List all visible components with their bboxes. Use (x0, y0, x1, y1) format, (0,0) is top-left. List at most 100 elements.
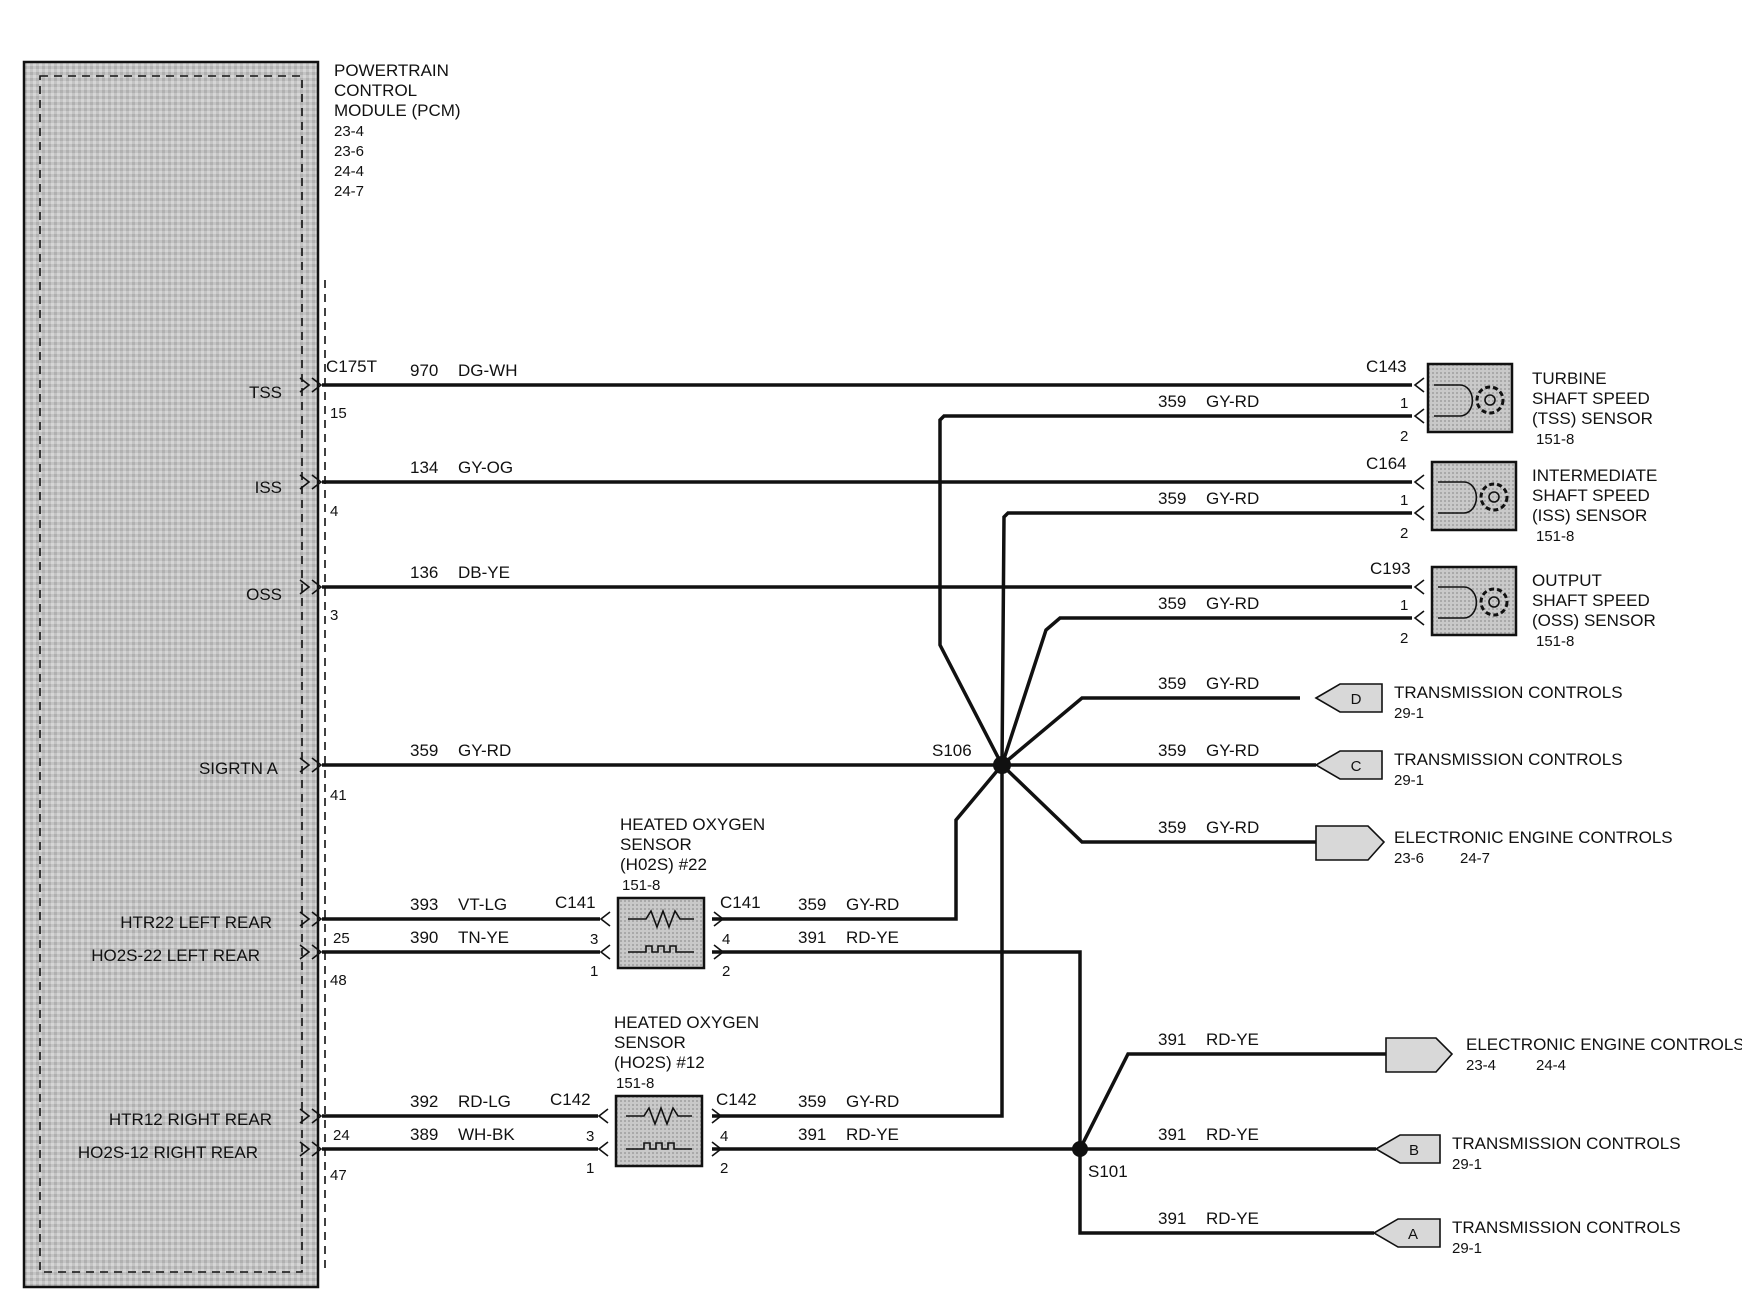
pcm-title-line1: POWERTRAIN (334, 61, 449, 80)
sensor-pin: 1 (1400, 395, 1408, 412)
wire-color: RD-YE (1206, 1030, 1259, 1049)
wire-tss-return (938, 414, 1412, 766)
ho2s-pin: 2 (720, 1160, 728, 1177)
dest-electronic-engine-1: ELECTRONIC ENGINE CONTROLS 23-6 24-7 (1315, 825, 1673, 867)
wire-circuit: 391 (1158, 1125, 1186, 1144)
wire-ho2s12-return (712, 765, 1004, 1118)
wire-circuit: 359 (1158, 674, 1186, 693)
splice-s101 (1072, 1141, 1088, 1157)
sensor-name: SHAFT SPEED (1532, 486, 1650, 505)
ho2s-title: SENSOR (614, 1033, 686, 1052)
pin-number: 41 (330, 787, 347, 804)
wire-color: RD-YE (1206, 1125, 1259, 1144)
pin-name-ho2s22: HO2S-22 LEFT REAR (91, 946, 260, 965)
ho2s-connector-out: C142 (716, 1090, 757, 1109)
wire-circuit: 359 (1158, 818, 1186, 837)
wire-circuit: 134 (410, 458, 438, 477)
dest-title: TRANSMISSION CONTROLS (1452, 1218, 1681, 1237)
pcm-title-line3: MODULE (PCM) (334, 101, 461, 120)
sensor-pin: 1 (1400, 597, 1408, 614)
wire-color: RD-LG (458, 1092, 511, 1111)
pcm-ref: 24-4 (334, 163, 364, 180)
pcm-connector-label: C175T (326, 357, 377, 376)
wire-circuit: 391 (1158, 1030, 1186, 1049)
dest-letter: A (1408, 1226, 1418, 1243)
sensor-connector-label: C193 (1370, 559, 1411, 578)
ho2s-title: (HO2S) #12 (614, 1053, 705, 1072)
pcm-pin-chevrons (299, 377, 323, 1157)
ho2s-pin: 3 (586, 1128, 594, 1145)
dest-ref: 23-6 (1394, 850, 1424, 867)
ho2s-title: SENSOR (620, 835, 692, 854)
wire-color: GY-RD (1206, 594, 1259, 613)
dest-title: TRANSMISSION CONTROLS (1452, 1134, 1681, 1153)
wire-branch-eec1 (1000, 763, 1316, 844)
pin-name-iss: ISS (255, 478, 282, 497)
wire-circuit: 391 (798, 1125, 826, 1144)
pcm-ref: 23-6 (334, 143, 364, 160)
wire-color: GY-RD (846, 895, 899, 914)
wire-circuit: 359 (410, 741, 438, 760)
pin-number: 25 (333, 930, 350, 947)
sensor-name: (ISS) SENSOR (1532, 506, 1647, 525)
pcm-module (22, 60, 326, 1289)
wire-circuit: 359 (798, 895, 826, 914)
wire-circuit: 389 (410, 1125, 438, 1144)
wire-circuit: 970 (410, 361, 438, 380)
pin-number: 48 (330, 972, 347, 989)
splice-s106 (993, 756, 1011, 774)
wire-color: WH-BK (458, 1125, 515, 1144)
pin-number: 24 (333, 1127, 350, 1144)
dest-letter: B (1409, 1142, 1419, 1159)
dest-ref: 24-7 (1460, 850, 1490, 867)
wire-color: GY-OG (458, 458, 513, 477)
ho2s-pin: 2 (722, 963, 730, 980)
ho2s-connector-out: C141 (720, 893, 761, 912)
dest-transmission-c: C TRANSMISSION CONTROLS 29-1 (1314, 750, 1623, 789)
dest-ref: 29-1 (1452, 1156, 1482, 1173)
ho2s-title: HEATED OXYGEN (620, 815, 765, 834)
sensor-name: OUTPUT (1532, 571, 1602, 590)
dest-ref: 24-4 (1536, 1057, 1566, 1074)
sensor-tss: C143 1 2 TURBINE SHAFT SPEED (TSS) SENSO… (1366, 357, 1653, 448)
wire-branch-d (1000, 696, 1300, 767)
dest-transmission-b: B TRANSMISSION CONTROLS 29-1 (1374, 1134, 1681, 1173)
wire-ho2s22-return (712, 763, 1004, 921)
wires (322, 383, 1412, 1235)
pin-name-htr22: HTR22 LEFT REAR (120, 913, 272, 932)
wire-color: DG-WH (458, 361, 517, 380)
sensor-name: (TSS) SENSOR (1532, 409, 1653, 428)
dest-ref: 29-1 (1452, 1240, 1482, 1257)
wire-color: GY-RD (458, 741, 511, 760)
sensor-connector-label: C164 (1366, 454, 1407, 473)
ho2s-ref: 151-8 (622, 877, 660, 894)
pin-name-htr12: HTR12 RIGHT REAR (109, 1110, 272, 1129)
dest-ref: 29-1 (1394, 705, 1424, 722)
wire-iss-return (1000, 511, 1412, 766)
wire-circuit: 391 (798, 928, 826, 947)
pcm-title-line2: CONTROL (334, 81, 417, 100)
dest-electronic-engine-2: ELECTRONIC ENGINE CONTROLS 23-4 24-4 (1385, 1035, 1742, 1074)
ho2s-connector-in: C141 (555, 893, 596, 912)
dest-transmission-d: D TRANSMISSION CONTROLS 29-1 (1314, 683, 1623, 722)
pin-name-oss: OSS (246, 585, 282, 604)
sensor-name: TURBINE (1532, 369, 1607, 388)
wire-oss-return (1000, 616, 1412, 766)
ho2s-pin: 4 (720, 1128, 728, 1145)
pin-name-ho2s12: HO2S-12 RIGHT REAR (78, 1143, 258, 1162)
wire-color: RD-YE (846, 1125, 899, 1144)
sensor-name: (OSS) SENSOR (1532, 611, 1656, 630)
sensor-name: SHAFT SPEED (1532, 389, 1650, 408)
pin-number: 15 (330, 405, 347, 422)
dest-title: ELECTRONIC ENGINE CONTROLS (1394, 828, 1673, 847)
pcm-ref: 24-7 (334, 183, 364, 200)
wire-391-22 (712, 950, 1082, 1149)
splice-s101-label: S101 (1088, 1162, 1128, 1181)
wire-circuit: 359 (1158, 489, 1186, 508)
pin-name-sigrtn: SIGRTN A (199, 759, 279, 778)
pcm-title: POWERTRAIN CONTROL MODULE (PCM) 23-4 23-… (334, 61, 461, 200)
wire-circuit: 359 (798, 1092, 826, 1111)
sensor-name: INTERMEDIATE (1532, 466, 1657, 485)
dest-letter: D (1351, 691, 1362, 708)
